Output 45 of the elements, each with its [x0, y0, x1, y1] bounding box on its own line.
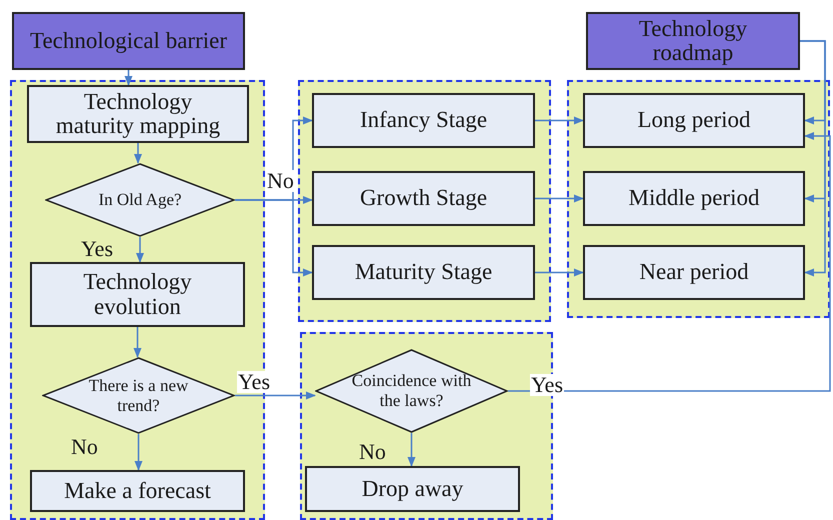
group-panel [298, 80, 551, 322]
arrow [535, 194, 584, 202]
process-box [583, 171, 805, 226]
arrow [134, 143, 142, 164]
decision-text: In Old Age? [98, 190, 182, 210]
header-box [586, 12, 800, 70]
arrow [800, 40, 826, 276]
box-text: Technology evolution [82, 270, 193, 319]
box-text: Growth Stage [360, 186, 488, 211]
box-text: Middle period [628, 186, 760, 211]
process-box [312, 245, 535, 300]
process-box [305, 466, 520, 512]
arrow [235, 392, 316, 400]
arrow [136, 237, 144, 263]
box-text: Technology roadmap [638, 16, 748, 66]
box-text: Infancy Stage [360, 108, 488, 133]
process-box [27, 85, 249, 143]
process-box [30, 470, 245, 512]
arrow [235, 199, 313, 276]
arrow [535, 116, 584, 124]
process-box [312, 93, 535, 148]
process-box [583, 93, 805, 148]
arrow [535, 268, 584, 276]
decision-text: Coincidence with the laws? [350, 371, 472, 411]
arrow [408, 433, 416, 467]
box-text: Near period [639, 260, 749, 285]
arrow [134, 434, 142, 471]
edge-label: Yes [237, 371, 272, 393]
box-text: Make a forecast [64, 478, 211, 504]
box-text: Technological barrier [30, 28, 227, 54]
box-text: Maturity Stage [354, 260, 492, 285]
box-text: Long period [637, 108, 751, 133]
box-text: Drop away [362, 476, 464, 502]
edge-label: No [266, 170, 295, 192]
group-panel [567, 80, 830, 318]
arrow [134, 327, 142, 358]
box-text: Technology maturity mapping [54, 90, 222, 138]
process-box [312, 171, 535, 226]
header-box [12, 12, 245, 70]
edge-label: Yes [530, 374, 564, 396]
process-box [30, 262, 245, 327]
arrow [508, 132, 831, 392]
decision-text: There is a new trend? [88, 376, 190, 416]
arrow [124, 70, 132, 86]
process-box [583, 245, 805, 300]
